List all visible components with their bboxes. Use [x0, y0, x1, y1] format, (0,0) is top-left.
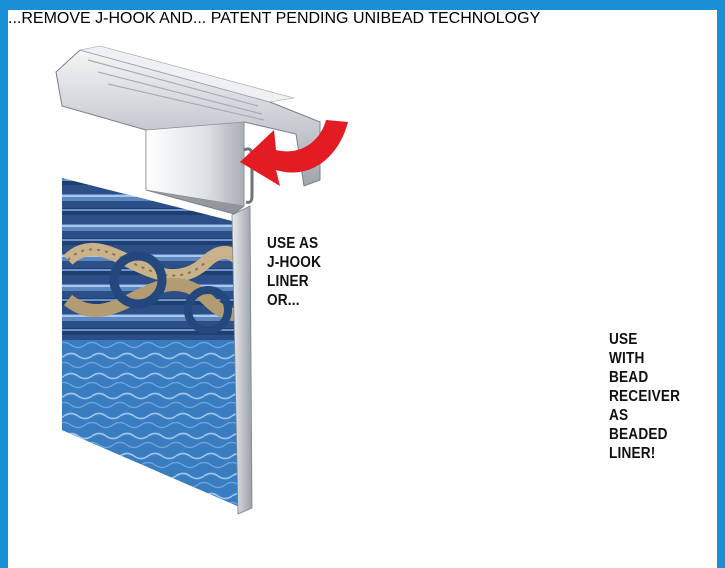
- beaded-liner-caption-line: LINER!: [609, 444, 680, 463]
- illustration-frame: USE AS J-HOOK LINER OR... USE WITH BEAD …: [8, 10, 717, 568]
- beaded-liner-caption-line: AS: [609, 406, 680, 425]
- beaded-liner-caption: USE WITH BEAD RECEIVER AS BEADED LINER!: [609, 330, 680, 463]
- j-hook-caption: USE AS J-HOOK LINER OR...: [267, 234, 321, 310]
- j-hook-caption-line: LINER: [267, 272, 321, 291]
- j-hook-caption-line: USE AS: [267, 234, 321, 253]
- beaded-liner-caption-line: RECEIVER: [609, 387, 680, 406]
- beaded-liner-caption-line: WITH: [609, 349, 680, 368]
- unibead-illustration: [8, 10, 717, 568]
- j-hook-caption-line: OR...: [267, 291, 321, 310]
- beaded-liner-caption-line: BEADED: [609, 425, 680, 444]
- beaded-liner-caption-line: USE: [609, 330, 680, 349]
- beaded-liner-caption-line: BEAD: [609, 368, 680, 387]
- left-liner-panel: [48, 160, 258, 520]
- j-hook-caption-line: J-HOOK: [267, 253, 321, 272]
